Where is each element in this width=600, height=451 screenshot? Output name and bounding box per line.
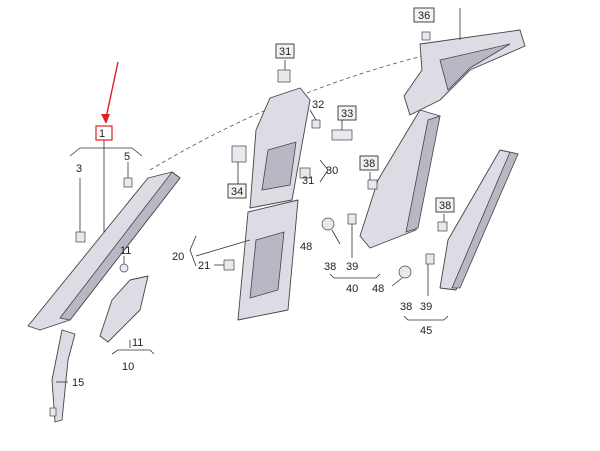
callout-11a: 11 [120, 245, 131, 257]
a-pillar-trim-edge [59, 171, 181, 321]
callout-40: 40 [346, 283, 358, 295]
grommet-48-d [398, 265, 412, 279]
callout-33: 33 [341, 108, 353, 120]
bracket-40 [329, 273, 381, 279]
clip-3 [75, 231, 86, 243]
bracket-30 [319, 159, 329, 183]
callout-39a: 39 [346, 261, 358, 273]
callout-3: 3 [76, 163, 82, 175]
callout-45: 45 [420, 325, 432, 337]
callout-32: 32 [312, 99, 324, 111]
callout-box-38a [359, 155, 379, 171]
callout-15: 15 [72, 377, 84, 389]
leader-20 [195, 239, 251, 257]
clip-38-c [367, 179, 378, 190]
b-pillar-upper-shade [261, 141, 297, 191]
clip-38-d [437, 221, 448, 232]
clip-5 [123, 177, 133, 188]
bracket-10-line [111, 349, 155, 355]
callout-1: 1 [99, 128, 105, 140]
bracket-45 [403, 315, 449, 321]
callout-20: 20 [172, 251, 184, 263]
clip-31 [277, 69, 291, 83]
bracket-10 [99, 275, 149, 343]
callout-48b: 48 [372, 283, 384, 295]
clip-34 [231, 145, 247, 163]
leader-48a [331, 229, 341, 245]
d-pillar-shade [451, 151, 519, 289]
callout-box-34 [227, 183, 247, 199]
clip-32 [311, 119, 321, 129]
callout-30: 30 [326, 165, 338, 177]
callout-box-36 [413, 7, 435, 23]
highlight-arrowhead [101, 114, 110, 124]
grommet-48-c [321, 217, 335, 231]
roofline-dashed-arc [149, 44, 471, 171]
callout-box-33 [337, 105, 357, 121]
callout-38d: 38 [400, 301, 412, 313]
clip-11 [119, 263, 129, 273]
clip-30 [299, 167, 311, 179]
callout-box-1 [95, 125, 113, 141]
clip-15 [49, 407, 57, 417]
clip-36 [421, 31, 431, 41]
leader-48b [391, 277, 403, 287]
rear-top-shade [439, 43, 511, 91]
callout-31a: 31 [279, 46, 291, 58]
clip-33 [331, 129, 353, 141]
highlight-arrow [105, 61, 119, 119]
callout-39b: 39 [420, 301, 432, 313]
callout-38b: 38 [439, 200, 451, 212]
callout-21: 21 [198, 260, 210, 272]
callout-38a: 38 [363, 158, 375, 170]
callout-5: 5 [124, 151, 130, 163]
c-pillar-shade [405, 115, 441, 233]
b-pillar-lower-shade [249, 231, 285, 299]
callout-10: 10 [122, 361, 134, 373]
callout-48a: 48 [300, 241, 312, 253]
callout-11b: 11 [132, 337, 143, 349]
clip-39-c [347, 213, 357, 225]
bracket-1 [69, 147, 143, 157]
callout-31b: 31 [302, 175, 314, 187]
callout-38c: 38 [324, 261, 336, 273]
leader-32 [309, 109, 317, 121]
callout-box-31a [275, 43, 295, 59]
callout-34: 34 [231, 186, 243, 198]
callout-36: 36 [418, 10, 430, 22]
lower-bracket-15 [51, 329, 76, 423]
clip-21 [223, 259, 235, 271]
clip-39-d [425, 253, 435, 265]
callout-box-38b [435, 197, 455, 213]
bracket-20 [189, 235, 197, 267]
